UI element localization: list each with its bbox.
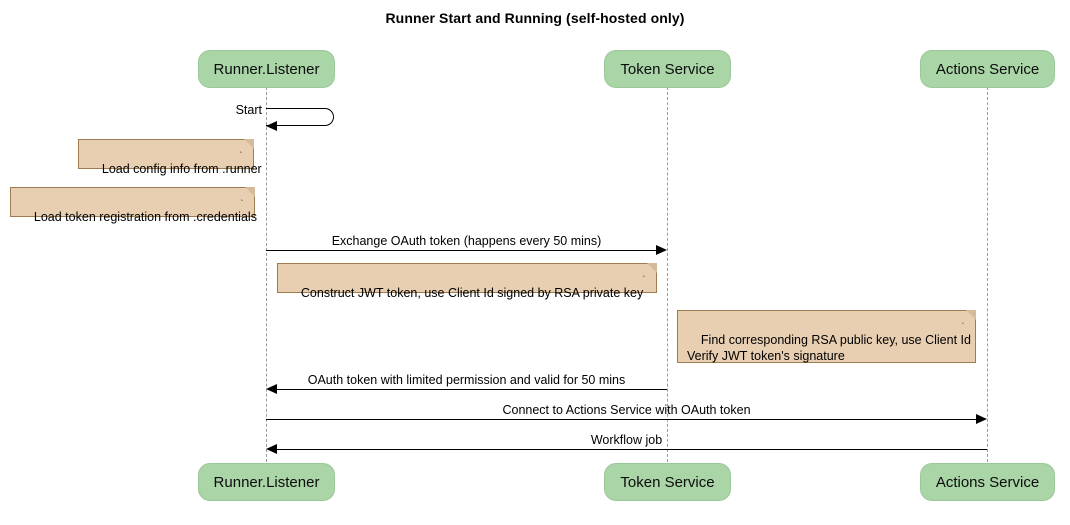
message-arrowhead-oauth-token-reply xyxy=(266,384,277,394)
lifeline-runner xyxy=(266,87,267,462)
note-load-token-registration: Load token registration from .credential… xyxy=(10,187,257,224)
lifeline-token xyxy=(667,87,668,462)
participant-runner-bottom[interactable]: Runner.Listener xyxy=(198,463,335,501)
note-fold-edge-icon xyxy=(241,187,255,201)
message-label-oauth-token-reply: OAuth token with limited permission and … xyxy=(307,373,626,387)
note-fold-edge-icon xyxy=(643,263,657,277)
note-text: Construct JWT token, use Client Id signe… xyxy=(300,286,644,300)
message-self-loop-start xyxy=(266,108,334,126)
message-line-oauth-token-reply xyxy=(275,389,667,390)
message-line-workflow-job xyxy=(275,449,987,450)
message-arrowhead-start xyxy=(266,121,277,131)
note-fold-edge-icon xyxy=(240,139,254,153)
participant-runner-top[interactable]: Runner.Listener xyxy=(198,50,335,88)
message-line-exchange-oauth-token xyxy=(266,250,658,251)
message-label-connect-actions-service: Connect to Actions Service with OAuth to… xyxy=(502,403,751,417)
message-label-exchange-oauth-token: Exchange OAuth token (happens every 50 m… xyxy=(331,234,602,248)
participant-actions-bottom[interactable]: Actions Service xyxy=(920,463,1055,501)
message-arrowhead-exchange-oauth-token xyxy=(656,245,667,255)
message-line-connect-actions-service xyxy=(266,419,978,420)
participant-label: Token Service xyxy=(620,473,715,491)
participant-token-top[interactable]: Token Service xyxy=(604,50,731,88)
participant-label: Runner.Listener xyxy=(213,60,320,78)
note-fold-edge-icon xyxy=(962,310,976,324)
note-load-config: Load config info from .runner xyxy=(78,139,262,176)
note-text: Find corresponding RSA public key, use C… xyxy=(687,333,971,363)
participant-actions-top[interactable]: Actions Service xyxy=(920,50,1055,88)
participant-label: Actions Service xyxy=(935,60,1040,78)
message-label-workflow-job: Workflow job xyxy=(590,433,663,447)
message-arrowhead-connect-actions-service xyxy=(976,414,987,424)
participant-label: Runner.Listener xyxy=(213,473,320,491)
message-label-start: Start xyxy=(235,103,262,117)
participant-label: Actions Service xyxy=(935,473,1040,491)
note-construct-jwt: Construct JWT token, use Client Id signe… xyxy=(277,263,657,300)
participant-token-bottom[interactable]: Token Service xyxy=(604,463,731,501)
diagram-title: Runner Start and Running (self-hosted on… xyxy=(385,10,685,26)
participant-label: Token Service xyxy=(620,60,715,78)
note-text: Load token registration from .credential… xyxy=(33,210,257,224)
message-arrowhead-workflow-job xyxy=(266,444,277,454)
note-verify-jwt: Find corresponding RSA public key, use C… xyxy=(677,310,976,363)
lifeline-actions xyxy=(987,87,988,462)
note-text: Load config info from .runner xyxy=(101,162,262,176)
